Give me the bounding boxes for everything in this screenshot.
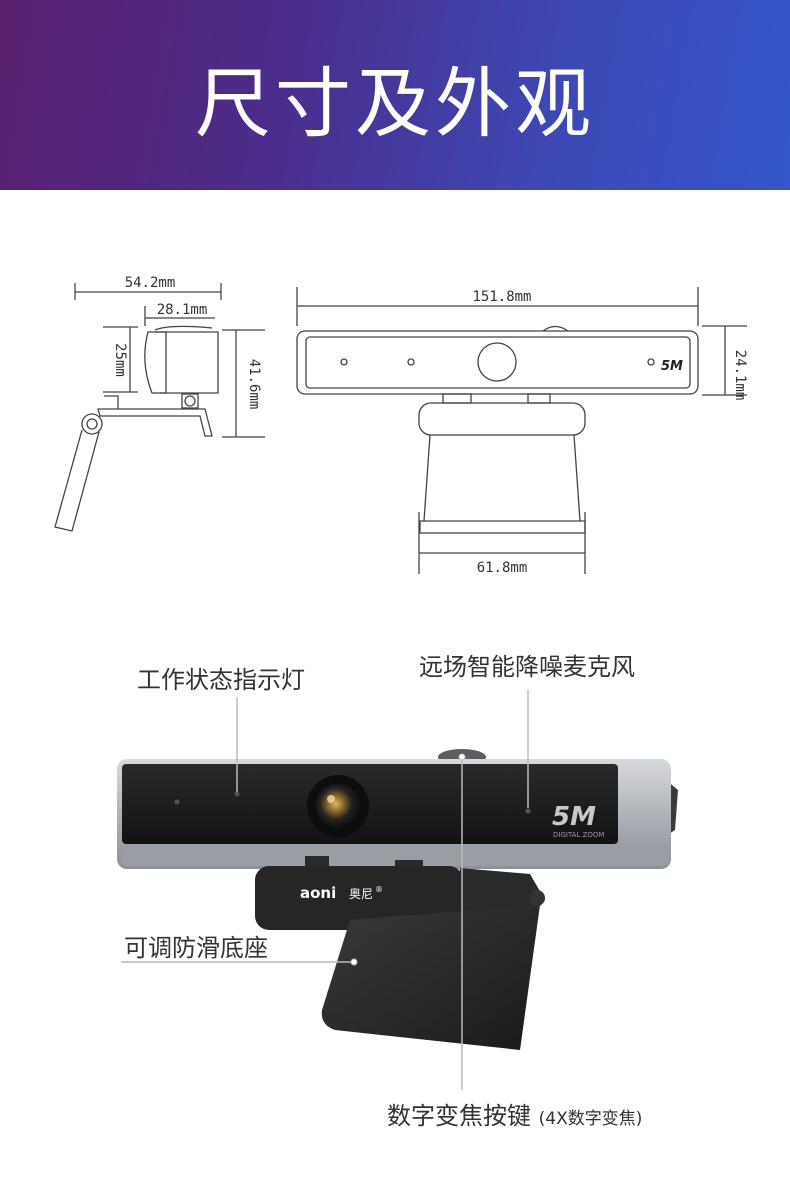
front-zoom-button-outline (542, 325, 569, 332)
microphone-hole (525, 808, 531, 814)
side-camera-body (144, 331, 219, 394)
callout-indicator: 工作状态指示灯 (137, 666, 305, 694)
side-clip-top (104, 395, 119, 409)
callout-base: 可调防滑底座 (124, 934, 268, 962)
front-badge: 5M (661, 359, 683, 374)
base-pivot (529, 890, 545, 906)
side-pivot (81, 413, 103, 435)
camera-badge-subtitle: DIGITAL ZOOM (553, 831, 604, 839)
front-lens (477, 342, 517, 382)
side-camera-top-curve (154, 325, 213, 331)
front-camera-panel (305, 336, 691, 389)
side-leg (54, 429, 100, 532)
dim-label-front-width: 151.8mm (472, 289, 531, 305)
dim-label-side-height-total: 41.6mm (246, 359, 262, 410)
front-hinge-right (527, 393, 551, 404)
brand-logo: aoni (300, 884, 336, 902)
indicator-light (234, 791, 240, 797)
callout-zoom-note: (4X数字变焦) (538, 1109, 643, 1129)
anti-slip-base (321, 905, 540, 1050)
front-indicator-hole (340, 358, 348, 366)
banner-title: 尺寸及外观 (195, 59, 595, 148)
side-pivot-inner (86, 418, 98, 430)
dim-label-front-height: 24.1mm (732, 350, 748, 401)
front-indicator-hole (407, 358, 415, 366)
camera-body-bottom (122, 844, 668, 866)
dim-label-side-height-top: 25mm (112, 343, 128, 377)
indicator-hole-left (174, 799, 180, 805)
side-clip-arm (97, 408, 213, 437)
front-mount-head (418, 402, 586, 436)
camera-front-panel (122, 764, 618, 844)
brand-logo-cn: 奥尼 (349, 887, 373, 901)
callout-zoom: 数字变焦按键 (4X数字变焦) (387, 1096, 642, 1131)
dim-label-side-width: 54.2mm (125, 275, 176, 291)
callout-microphone: 远场智能降噪麦克风 (419, 653, 635, 681)
callout-zoom-main: 数字变焦按键 (387, 1102, 531, 1130)
front-mount-stand (419, 434, 586, 534)
front-mic-hole (647, 358, 655, 366)
mount-head (255, 866, 463, 930)
front-hinge-left (442, 393, 472, 404)
side-hinge-block (181, 393, 199, 409)
callout-dot-zoom (458, 753, 466, 761)
callout-dot-base (350, 958, 358, 966)
camera-lens-highlight (327, 795, 335, 803)
dim-label-side-depth: 28.1mm (157, 302, 208, 318)
brand-mark: ® (375, 885, 383, 894)
camera-lens-glass (316, 784, 360, 828)
dim-label-base-width: 61.8mm (477, 560, 528, 576)
camera-badge: 5M (552, 802, 596, 832)
side-camera-lens-ring (156, 331, 167, 394)
side-hinge-screw (184, 395, 196, 407)
front-camera-frame (296, 330, 699, 395)
banner: 尺寸及外观 (0, 0, 790, 190)
